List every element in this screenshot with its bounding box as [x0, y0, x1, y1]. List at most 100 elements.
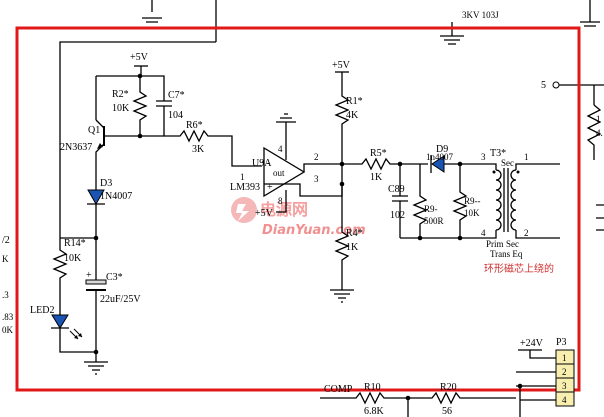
outside-top-fragments: 3KV 103J	[142, 0, 600, 45]
fragment-right-b: 4.	[596, 128, 603, 138]
u9a-out: out	[273, 168, 285, 178]
led-led2: LED2	[30, 305, 96, 353]
r1-ref: R1*	[346, 96, 363, 107]
d3-part: 1N4007	[100, 191, 132, 202]
r9a-ref: R9-	[424, 204, 438, 214]
fragment-right-a: 1	[596, 114, 601, 124]
q1-ref: Q1	[88, 125, 100, 136]
r5-ref: R5*	[370, 148, 387, 159]
t3-sec-bottom: Sec	[506, 239, 519, 249]
watermark-cn: 电源网	[260, 200, 308, 219]
d3-ref: D3	[100, 178, 112, 189]
u9a-part: LM393	[230, 182, 260, 193]
resistor-r1: +5V R1* 4K	[332, 60, 363, 164]
diode-d3: D3 1N4007	[87, 170, 132, 238]
capacitor-c3: + C3* 22uF/25V	[85, 238, 141, 362]
fragment-left-c: .3	[2, 290, 9, 300]
u9a-pin8: 8	[278, 196, 283, 206]
p3-pin4: 4	[562, 395, 567, 405]
u9a-ref: U9A	[252, 158, 272, 169]
watermark: 电源网 DianYuan.com	[231, 197, 366, 238]
transistor-q1: Q1 2N3637	[60, 75, 140, 170]
t3-sec-top: Sec	[501, 158, 514, 168]
watermark-logo-icon	[231, 197, 257, 223]
r20-value: 56	[442, 406, 452, 417]
resistor-r5: R5* 1K	[342, 148, 428, 183]
outside-left-fragments: /2 K .3 .83 0K	[2, 235, 14, 335]
d9-ref: D9	[436, 144, 448, 155]
c7-value: 104	[168, 110, 183, 121]
p3-ref: P3	[556, 337, 567, 348]
net-label-5: 5	[541, 80, 546, 91]
u9a-pin4: 4	[278, 144, 283, 154]
resistor-r2: R2* 10K	[112, 76, 148, 136]
fragment-left-a: /2	[2, 235, 10, 246]
t3-ref: T3*	[490, 148, 506, 159]
watermark-en: DianYuan.com	[262, 223, 366, 238]
c7-ref: C7*	[168, 90, 185, 101]
c89-value: 102	[390, 210, 405, 221]
supply-5v-left-label: +5V	[130, 52, 149, 63]
net-comp-label: COMP	[324, 384, 353, 395]
supply-5v-mid-label: +5V	[332, 60, 351, 71]
supply-5v-left: +5V	[130, 52, 149, 76]
highlight-border	[15, 26, 581, 392]
resistor-r9-500r: R9- 500R	[412, 164, 444, 238]
r14-ref: R14*	[64, 238, 86, 249]
fragment-left-e: 0K	[2, 325, 14, 335]
d9-part: 1n4007	[426, 152, 454, 162]
t3-pin3: 3	[481, 152, 486, 162]
fragment-left-d: .83	[2, 312, 14, 322]
u9a-pin3: 3	[314, 174, 319, 184]
u9a-pin1: 1	[240, 172, 245, 182]
r5-value: 1K	[370, 172, 383, 183]
r6-ref: R6*	[186, 120, 203, 131]
t3-pin2: 2	[524, 228, 529, 238]
c89-ref: C89	[388, 184, 405, 195]
resistor-r6: R6* 3K	[164, 120, 262, 167]
diode-d9: D9 1n4007	[426, 144, 486, 173]
r4-ref: R4*	[346, 228, 363, 239]
r9b-value: 10K	[464, 208, 480, 218]
resistor-r9-10k: R9-- 10K	[452, 164, 481, 238]
c3-value: 22uF/25V	[100, 294, 141, 305]
t3-pin4: 4	[481, 228, 486, 238]
r10-value: 6.8K	[364, 406, 385, 417]
p3-pin3: 3	[562, 381, 567, 391]
fragment-left-b: K	[2, 254, 9, 264]
q1-part: 2N3637	[60, 142, 92, 153]
led2-ref: LED2	[30, 305, 54, 316]
p3-pin1: 1	[562, 353, 567, 363]
resistor-r20: R20 56	[420, 382, 516, 417]
svg-text:+: +	[86, 270, 92, 281]
resistor-r4: R4* 1K	[330, 184, 363, 303]
r2-ref: R2*	[112, 89, 129, 100]
capacitor-c89: C89 102	[388, 164, 408, 238]
r14-value: 10K	[64, 253, 82, 264]
u9a-minus: -	[267, 158, 270, 169]
ground-icon	[84, 361, 108, 375]
u9a-pin2: 2	[314, 152, 319, 162]
c3-ref: C3*	[106, 272, 123, 283]
r20-ref: R20	[440, 382, 457, 393]
outside-right-fragments: 5 1 4.	[541, 80, 604, 160]
comparator-u9a: - + U9A LM393 out 1 2 3 4 8 +5V	[230, 113, 343, 219]
fragment-top-right: 3KV 103J	[462, 10, 499, 20]
r9a-value: 500R	[424, 216, 444, 226]
supply-5v-u9a-label: +5V	[255, 208, 274, 219]
supply-24v-label: +24V	[520, 338, 544, 349]
r1-value: 4K	[346, 110, 359, 121]
t3-pin1: 1	[524, 152, 529, 162]
core-note: 环形磁芯上绕的	[484, 262, 554, 275]
p3-pin2: 2	[562, 367, 567, 377]
t3-prim: Prim	[486, 239, 504, 249]
r6-value: 3K	[192, 144, 205, 155]
t3-name: Trans Eq	[490, 249, 523, 259]
resistor-r14: R14* 10K	[52, 238, 86, 305]
r10-ref: R10	[364, 382, 381, 393]
connector-p3: P3 +24V 1 2 3 4	[516, 337, 575, 417]
u9a-plus: +	[267, 182, 273, 193]
transformer-t3: T3* Sec 3 4 1 2 Prim Sec Trans Eq	[481, 148, 560, 259]
resistor-r10: COMP R10 6.8K	[320, 382, 420, 417]
